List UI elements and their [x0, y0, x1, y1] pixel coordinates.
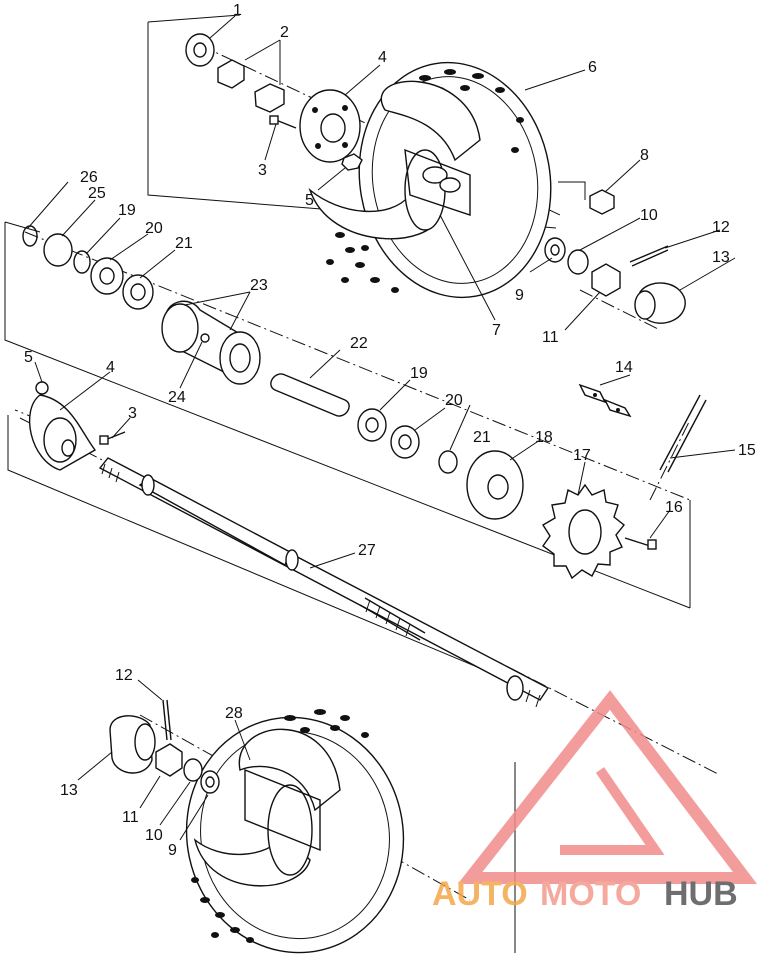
- callout-21b: 19: [410, 365, 428, 382]
- callout-4b: 4: [106, 359, 115, 376]
- callout-25: 25: [88, 185, 106, 202]
- wheel-rim-part-28: [238, 728, 341, 812]
- lower-wheel-assembly: [185, 709, 405, 954]
- bearing-stack-upper: [22, 225, 524, 520]
- chain-part-15: [659, 394, 701, 471]
- callout-14: 14: [615, 359, 633, 376]
- fitting-part-24: [200, 333, 210, 343]
- upper-right-hardware: [544, 189, 686, 324]
- castle-nut-part-11b: [155, 743, 183, 777]
- watermark-logo: AUTO MOTO HUB: [432, 690, 758, 913]
- callout-11b: 11: [122, 809, 139, 826]
- lower-left-hardware: [109, 699, 220, 794]
- callout-20a: 20: [145, 220, 163, 237]
- clip-part-14b: [603, 398, 632, 418]
- callout-labels: 1 2 3 4 5 6 7 8 9 10 11 12 13 14 15 16 1…: [24, 2, 756, 859]
- cotter-pin-part-12: [629, 245, 669, 263]
- callout-5b: 5: [24, 349, 33, 366]
- callout-3b: 3: [128, 405, 137, 422]
- callout-28: 28: [225, 705, 243, 722]
- callout-6: 6: [588, 59, 597, 76]
- washer-part-10: [567, 249, 589, 275]
- lower-hub-hardware: [28, 381, 126, 471]
- chain-clip-assembly: [578, 383, 707, 501]
- sprocket-part-17: [542, 483, 657, 580]
- nut-part-5: [341, 153, 363, 171]
- callout-13: 13: [712, 249, 730, 266]
- clip-part-14a: [578, 383, 607, 404]
- cotter-pin-part-12b: [162, 699, 168, 741]
- seal-part-25: [43, 233, 73, 267]
- callout-9: 9: [515, 287, 524, 304]
- watermark-auto: AUTO: [432, 875, 528, 913]
- castle-nut-part-11: [591, 263, 621, 297]
- callout-26: 26: [80, 169, 98, 186]
- callout-16: 16: [665, 499, 683, 516]
- oring-part-19a: [73, 250, 91, 274]
- callout-12b: 12: [115, 667, 133, 684]
- callout-19a: 19: [118, 202, 136, 219]
- nut-part-2a: [217, 59, 245, 89]
- callout-27: 27: [358, 542, 376, 559]
- callout-10: 10: [640, 207, 658, 224]
- callout-20b: 20: [445, 392, 463, 409]
- oring-part-19b: [438, 450, 458, 474]
- callout-10b: 10: [145, 827, 163, 844]
- callout-24: 24: [168, 389, 186, 406]
- callout-7: 7: [492, 322, 501, 339]
- callout-3: 3: [258, 162, 267, 179]
- callout-17: 17: [573, 447, 591, 464]
- upper-wheel-assembly: [308, 61, 552, 299]
- nut-part-2b: [254, 83, 285, 113]
- upper-hub-hardware: [185, 33, 363, 171]
- callout-22: 22: [350, 335, 368, 352]
- callout-13b: 13: [60, 782, 78, 799]
- callout-2: 2: [280, 24, 289, 41]
- callout-4: 4: [378, 49, 387, 66]
- callout-9b: 9: [168, 842, 177, 859]
- spacer-tube-part-22: [270, 373, 350, 417]
- callout-8: 8: [640, 147, 649, 164]
- callout-18: 18: [535, 429, 553, 446]
- callout-12: 12: [712, 219, 730, 236]
- bolt-part-16: [624, 537, 651, 547]
- callout-15: 15: [738, 442, 756, 459]
- watermark-triangle-icon: [457, 690, 758, 884]
- nut-part-8: [589, 189, 615, 215]
- axle-part-27: [98, 457, 550, 708]
- callout-21a: 21: [175, 235, 193, 252]
- washer-part-10b: [183, 758, 203, 782]
- callout-23: 23: [250, 277, 268, 294]
- nut-part-5b: [35, 381, 49, 395]
- watermark-hub: HUB: [664, 875, 738, 913]
- leader-lines: [27, 15, 736, 841]
- callout-1: 1: [233, 2, 242, 19]
- bolt-part-3: [275, 119, 297, 129]
- callout-19b: 21: [473, 429, 491, 446]
- watermark-moto: MOTO: [540, 875, 641, 913]
- callout-5: 5: [305, 192, 314, 209]
- callout-11: 11: [542, 329, 559, 346]
